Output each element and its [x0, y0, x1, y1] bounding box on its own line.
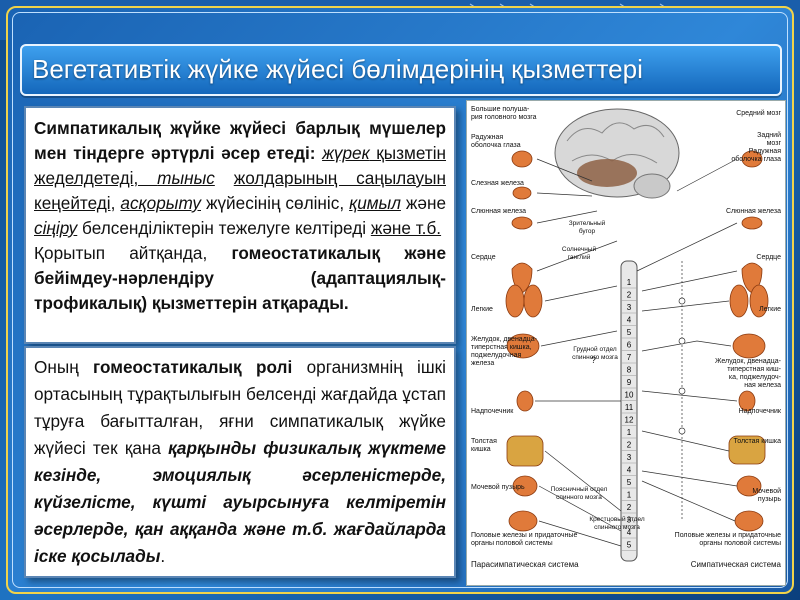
spine-segment-number: 4: [627, 316, 632, 325]
diagram-label-right: Средний мозг: [736, 109, 781, 117]
diagram-label-right: Слюнная железа: [726, 208, 781, 215]
spine-segment-number: 5: [627, 541, 632, 550]
text-fragment: қызметін жеделдетеді,: [34, 143, 447, 188]
text-fragment: организмнің ішкі ортасының тұрақтылығын …: [34, 357, 446, 458]
spine-segment-number: 3: [627, 453, 632, 462]
summary-bold-text: гомеостатикалық және бейімдеу-нәрлендіру…: [34, 243, 446, 313]
spine-segment-number: 6: [627, 341, 632, 350]
spine-segment-number: 7: [627, 353, 632, 362]
spine-segment-number: 2: [627, 441, 632, 450]
spine-segment-number: 4: [627, 528, 632, 537]
slide-inner-frame: [12, 12, 788, 588]
diagram-label-left: Мочевой пузырь: [471, 483, 525, 491]
term-motility: қимыл: [349, 193, 401, 213]
right-organs: [728, 150, 769, 532]
spine-segment-number: 4: [627, 466, 632, 475]
intro-bold-text: Симпатикалық жүйке жүйесі барлық мүшелер…: [34, 118, 446, 163]
left-organs: [505, 150, 544, 532]
diagram-label-left: Легкие: [471, 306, 493, 313]
diagram-label-right: Симпатическая система: [691, 560, 782, 569]
term-respiratory: тыныс: [157, 168, 215, 188]
spine-segment-number: 5: [627, 328, 632, 337]
diagram-label-left: Слезная железа: [471, 180, 524, 187]
spine-segment-number: 3: [627, 516, 632, 525]
text-fragment: жүйесінің сөлініс,: [200, 193, 350, 213]
spine-segment-number: 2: [627, 503, 632, 512]
diagram-label-left: Желудок, двенадца-типерстная кишка,подже…: [471, 336, 538, 367]
term-heart: жүрек: [322, 143, 370, 163]
brain-illustration: [554, 108, 680, 199]
spine-segment-number: 1: [627, 428, 632, 437]
homeostatic-role-term: гомеостатикалық ролі: [93, 357, 293, 377]
diagram-label-right: Сердце: [756, 254, 781, 261]
diagram-label-right: Надпочечник: [739, 408, 782, 415]
diagram-label-right: Толстая кишка: [733, 438, 781, 445]
text-fragment: және т.б.: [370, 218, 442, 238]
text-fragment: .: [160, 546, 166, 566]
sympathetic-effects-panel: Симпатикалық жүйке жүйесі барлық мүшелер…: [24, 106, 456, 344]
diagram-label-right: Легкие: [759, 306, 781, 313]
summary-text: Қорытып айтқанда,: [34, 243, 232, 263]
title-bar: Вегетативтік жүйке жүйесі бөлімдерінің қ…: [20, 44, 782, 96]
question-mark: ?: [591, 355, 596, 365]
text-fragment: Оның: [34, 357, 94, 377]
diagram-label-left: Большие полуша-рия головного мозга: [471, 106, 537, 121]
spine-segment-number: 2: [627, 291, 632, 300]
text-fragment: белсенділіктерін тежелуге келтіреді: [77, 218, 367, 238]
diagram-label-left: Сердце: [471, 254, 496, 261]
term-digestion: асқорыту: [120, 193, 201, 213]
spine-segment-number: 11: [625, 403, 634, 412]
slide-title: Вегетативтік жүйке жүйесі бөлімдерінің қ…: [32, 54, 643, 84]
spine-segment-number: 3: [627, 303, 632, 312]
spine-segment-number: 1: [627, 278, 632, 287]
diagram-label-left: Слюнная железа: [471, 208, 526, 215]
spine-segment-number: 5: [627, 478, 632, 487]
activation-conditions-text: қарқынды физикалық жүктеме кезінде, эмоц…: [34, 438, 446, 566]
nerve-connections: [535, 158, 738, 547]
text-fragment: жолдарының саңылауын кеңейтеді,: [34, 168, 446, 213]
spine-segment-number: 8: [627, 366, 632, 375]
diagram-label-right: Желудок, двенадца-типерстная киш-ка, под…: [715, 358, 782, 389]
spine-segment-number: 12: [625, 416, 634, 425]
spine-segment-number: 9: [627, 378, 632, 387]
spine-segment-number: 10: [625, 391, 634, 400]
diagram-label-left: Парасимпатическая система: [471, 560, 579, 569]
homeostatic-role-panel: Оның гомеостатикалық ролі организмнің іш…: [24, 346, 456, 578]
left-labels: Большие полуша-рия головного мозгаРадужн…: [471, 106, 579, 569]
term-absorption: сіңіру: [34, 218, 78, 238]
text-fragment: және: [400, 193, 446, 213]
spine-segment-number: 1: [627, 491, 632, 500]
diagram-label-left: Надпочечник: [471, 408, 514, 415]
